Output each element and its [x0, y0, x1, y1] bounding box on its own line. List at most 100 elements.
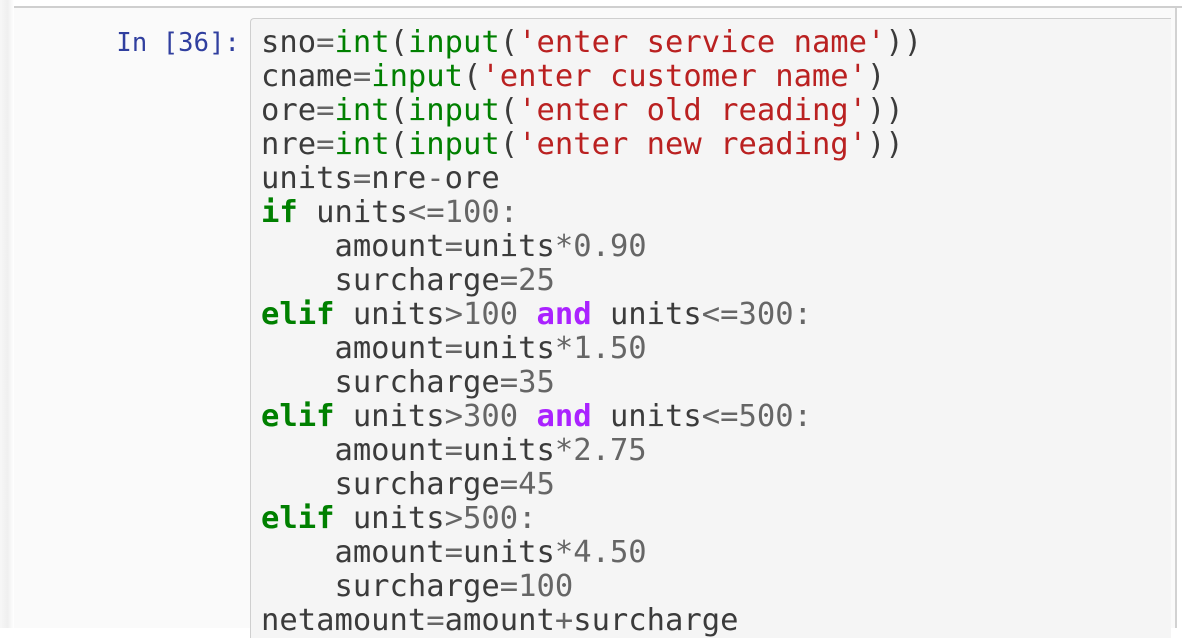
- code-token: 35: [518, 365, 555, 400]
- code-line: ore=int(input('enter old reading')): [261, 94, 1171, 128]
- code-token: =: [316, 93, 335, 128]
- code-token: =: [444, 535, 464, 570]
- code-token: ore: [261, 93, 317, 128]
- top-divider-rule: [14, 6, 1182, 8]
- code-token: :: [793, 399, 812, 434]
- code-token: elif: [261, 501, 335, 536]
- code-line: surcharge=25: [261, 264, 1171, 298]
- code-token: surcharge: [261, 263, 500, 298]
- code-token: =: [499, 467, 519, 502]
- cell-prompt-area: In [36]:: [14, 8, 250, 60]
- code-token: (: [499, 127, 519, 162]
- code-token: =: [316, 127, 335, 162]
- code-token: surcharge: [573, 603, 739, 638]
- code-token: >: [444, 297, 464, 332]
- code-token: >: [444, 399, 464, 434]
- code-token: 'enter new reading': [518, 127, 868, 162]
- code-token: units: [591, 297, 702, 332]
- code-token: )): [867, 93, 904, 128]
- code-token: amount: [261, 331, 445, 366]
- code-token: =: [316, 25, 335, 60]
- code-token: 'enter service name': [518, 25, 886, 60]
- code-token: netamount: [261, 603, 427, 638]
- code-token: surcharge: [261, 467, 500, 502]
- code-token: (: [463, 59, 482, 94]
- window-left-gutter: [0, 0, 14, 628]
- code-line: amount=units*1.50: [261, 332, 1171, 366]
- code-token: =: [444, 433, 464, 468]
- code-token: elif: [261, 297, 335, 332]
- code-token: 500: [463, 501, 519, 536]
- code-token: sno: [261, 25, 317, 60]
- code-token: units: [334, 399, 445, 434]
- code-token: 100: [444, 195, 500, 230]
- code-token: input: [371, 59, 464, 94]
- code-token: if: [261, 195, 298, 230]
- code-token: 2.75: [573, 433, 647, 468]
- code-token: *: [554, 331, 574, 366]
- code-token: int: [334, 127, 390, 162]
- code-token: (: [389, 127, 408, 162]
- code-line: nre=int(input('enter new reading')): [261, 128, 1171, 162]
- code-token: units: [463, 535, 555, 570]
- code-line: surcharge=100: [261, 570, 1171, 604]
- code-token: input: [407, 25, 500, 60]
- cell-execution-prompt: In [36]:: [116, 28, 240, 58]
- code-token: surcharge: [261, 569, 500, 604]
- code-token: =: [352, 59, 372, 94]
- code-token: =: [499, 569, 519, 604]
- notebook-code-cell[interactable]: In [36]: sno=int(input('enter service na…: [14, 8, 1175, 638]
- code-token: (: [389, 25, 408, 60]
- code-token: units: [334, 501, 445, 536]
- code-token: >: [444, 501, 464, 536]
- code-token: <=: [407, 195, 445, 230]
- code-line: units=nre-ore: [261, 162, 1171, 196]
- code-token: *: [554, 433, 574, 468]
- code-editor[interactable]: sno=int(input('enter service name'))cnam…: [261, 23, 1171, 638]
- code-token: ): [867, 59, 886, 94]
- code-token: 'enter customer name': [481, 59, 868, 94]
- code-token: 45: [518, 467, 555, 502]
- code-token: 300: [738, 297, 794, 332]
- code-token: input: [407, 127, 500, 162]
- code-line: if units<=100:: [261, 196, 1171, 230]
- code-token: :: [793, 297, 812, 332]
- code-token: units: [463, 433, 555, 468]
- code-token: units: [261, 161, 353, 196]
- code-token: units: [297, 195, 408, 230]
- code-token: <=: [701, 399, 739, 434]
- code-token: *: [554, 229, 574, 264]
- code-token: +: [554, 603, 574, 638]
- code-token: =: [499, 263, 519, 298]
- code-line: netamount=amount+surcharge: [261, 604, 1171, 638]
- code-token: 0.90: [573, 229, 647, 264]
- code-token: =: [444, 331, 464, 366]
- code-token: )): [867, 127, 904, 162]
- code-token: amount: [261, 433, 445, 468]
- code-token: amount: [261, 229, 445, 264]
- code-token: 100: [463, 297, 519, 332]
- code-token: elif: [261, 399, 335, 434]
- code-token: and: [536, 399, 592, 434]
- code-token: 25: [518, 263, 555, 298]
- code-line: surcharge=45: [261, 468, 1171, 502]
- code-line: amount=units*2.75: [261, 434, 1171, 468]
- code-token: 100: [518, 569, 574, 604]
- code-token: input: [407, 93, 500, 128]
- cell-input-area[interactable]: sno=int(input('enter service name'))cnam…: [250, 18, 1171, 638]
- code-token: 1.50: [573, 331, 647, 366]
- code-line: cname=input('enter customer name'): [261, 60, 1171, 94]
- code-token: int: [334, 93, 390, 128]
- code-token: int: [334, 25, 390, 60]
- code-line: surcharge=35: [261, 366, 1171, 400]
- code-token: surcharge: [261, 365, 500, 400]
- code-token: nre: [261, 127, 317, 162]
- code-token: amount: [444, 603, 555, 638]
- code-token: (: [389, 93, 408, 128]
- code-line: amount=units*0.90: [261, 230, 1171, 264]
- code-token: :: [518, 501, 537, 536]
- code-token: :: [499, 195, 519, 230]
- code-token: 'enter old reading': [518, 93, 868, 128]
- code-token: and: [536, 297, 592, 332]
- code-token: (: [499, 25, 519, 60]
